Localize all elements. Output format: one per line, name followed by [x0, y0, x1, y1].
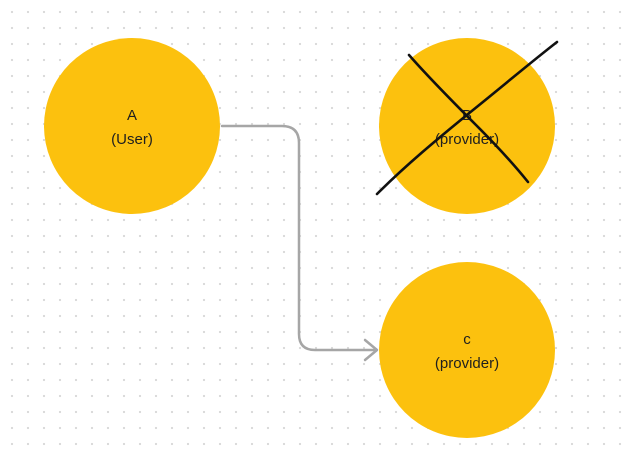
node-b-subtitle: (provider)	[435, 131, 499, 148]
node-c[interactable]: c (provider)	[379, 262, 555, 438]
node-a-title: A	[127, 107, 137, 124]
node-c-circle	[379, 262, 555, 438]
node-b[interactable]: B (provider)	[379, 38, 555, 214]
connector-line	[220, 124, 378, 352]
cross-stroke-1	[375, 40, 559, 196]
connector-a-to-c[interactable]	[220, 124, 379, 362]
node-c-title: c	[463, 331, 471, 348]
node-b-circle	[379, 38, 555, 214]
node-c-subtitle: (provider)	[435, 355, 499, 372]
node-a[interactable]: A (User)	[44, 38, 220, 214]
arrowhead-icon	[363, 338, 379, 362]
cross-out-mark[interactable]	[375, 40, 559, 196]
node-a-circle	[44, 38, 220, 214]
cross-stroke-2	[407, 53, 530, 184]
node-a-subtitle: (User)	[111, 131, 153, 148]
